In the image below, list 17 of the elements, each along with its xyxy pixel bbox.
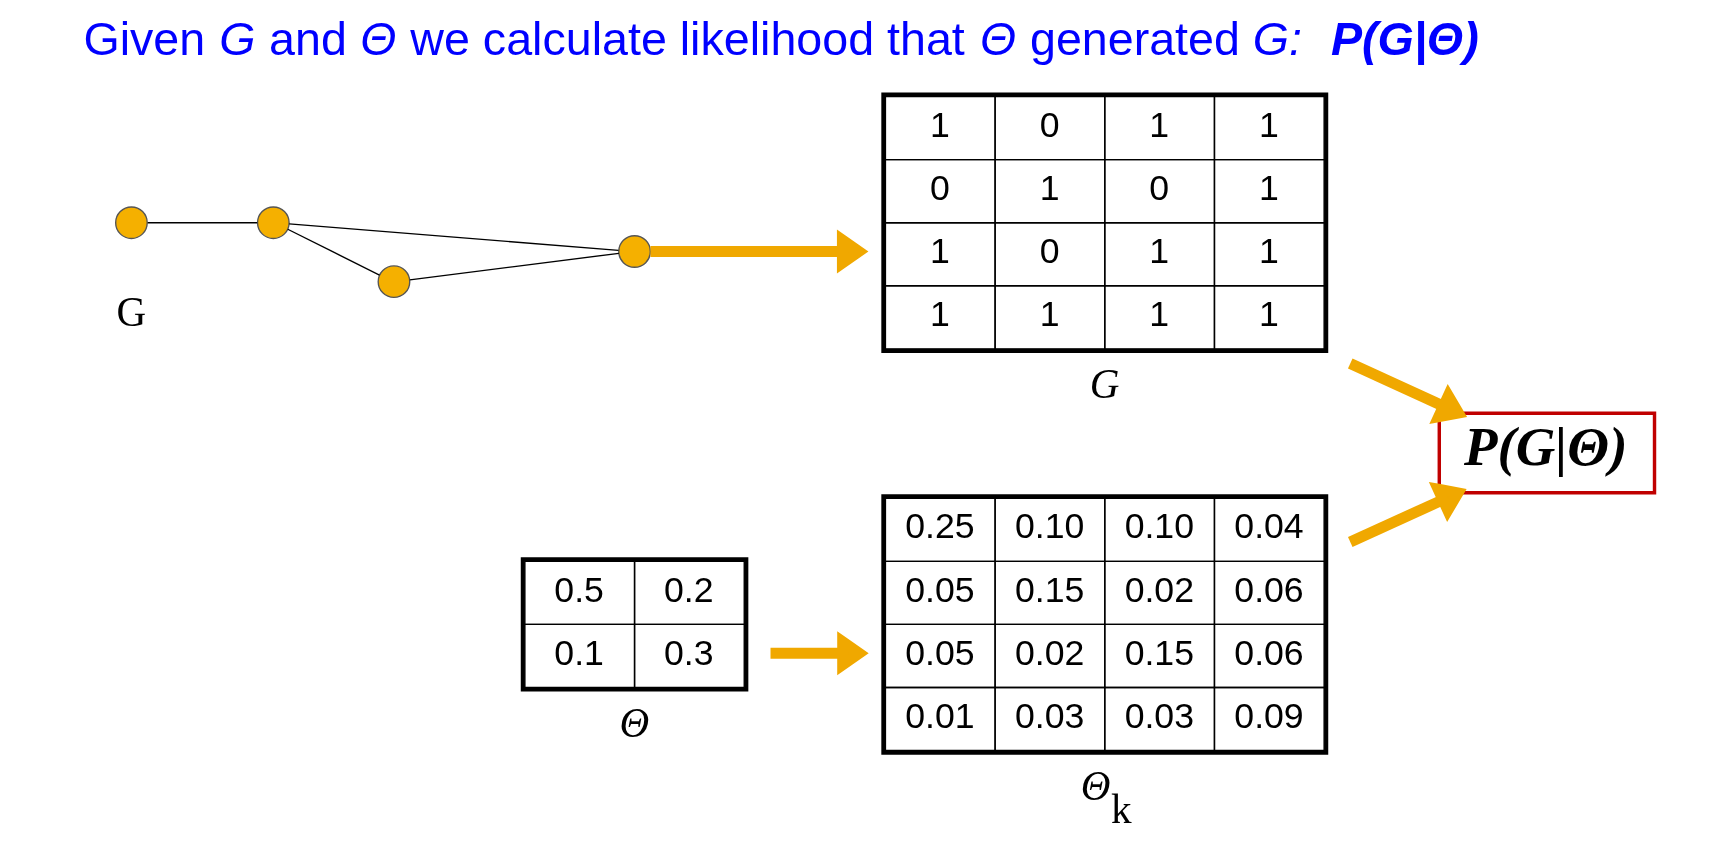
node-circle	[618, 235, 651, 268]
node-label: Θ	[619, 699, 650, 746]
label: G	[116, 289, 147, 336]
diagram-title: Given G and Θ we calculate likelihood that Θ generated G: P(G|Θ)	[83, 13, 1479, 66]
arrow	[770, 631, 869, 676]
connector	[288, 223, 620, 251]
connector	[147, 222, 258, 224]
connector	[287, 228, 381, 276]
node-box: P(G|Θ)	[1437, 411, 1657, 495]
node-circle	[115, 206, 148, 240]
node-label: G	[1089, 361, 1120, 408]
node-circle	[256, 206, 290, 240]
node-circle	[377, 265, 411, 299]
arrow	[1347, 358, 1468, 424]
arrow	[1347, 481, 1467, 547]
arrow	[650, 229, 869, 274]
connector	[409, 252, 620, 281]
